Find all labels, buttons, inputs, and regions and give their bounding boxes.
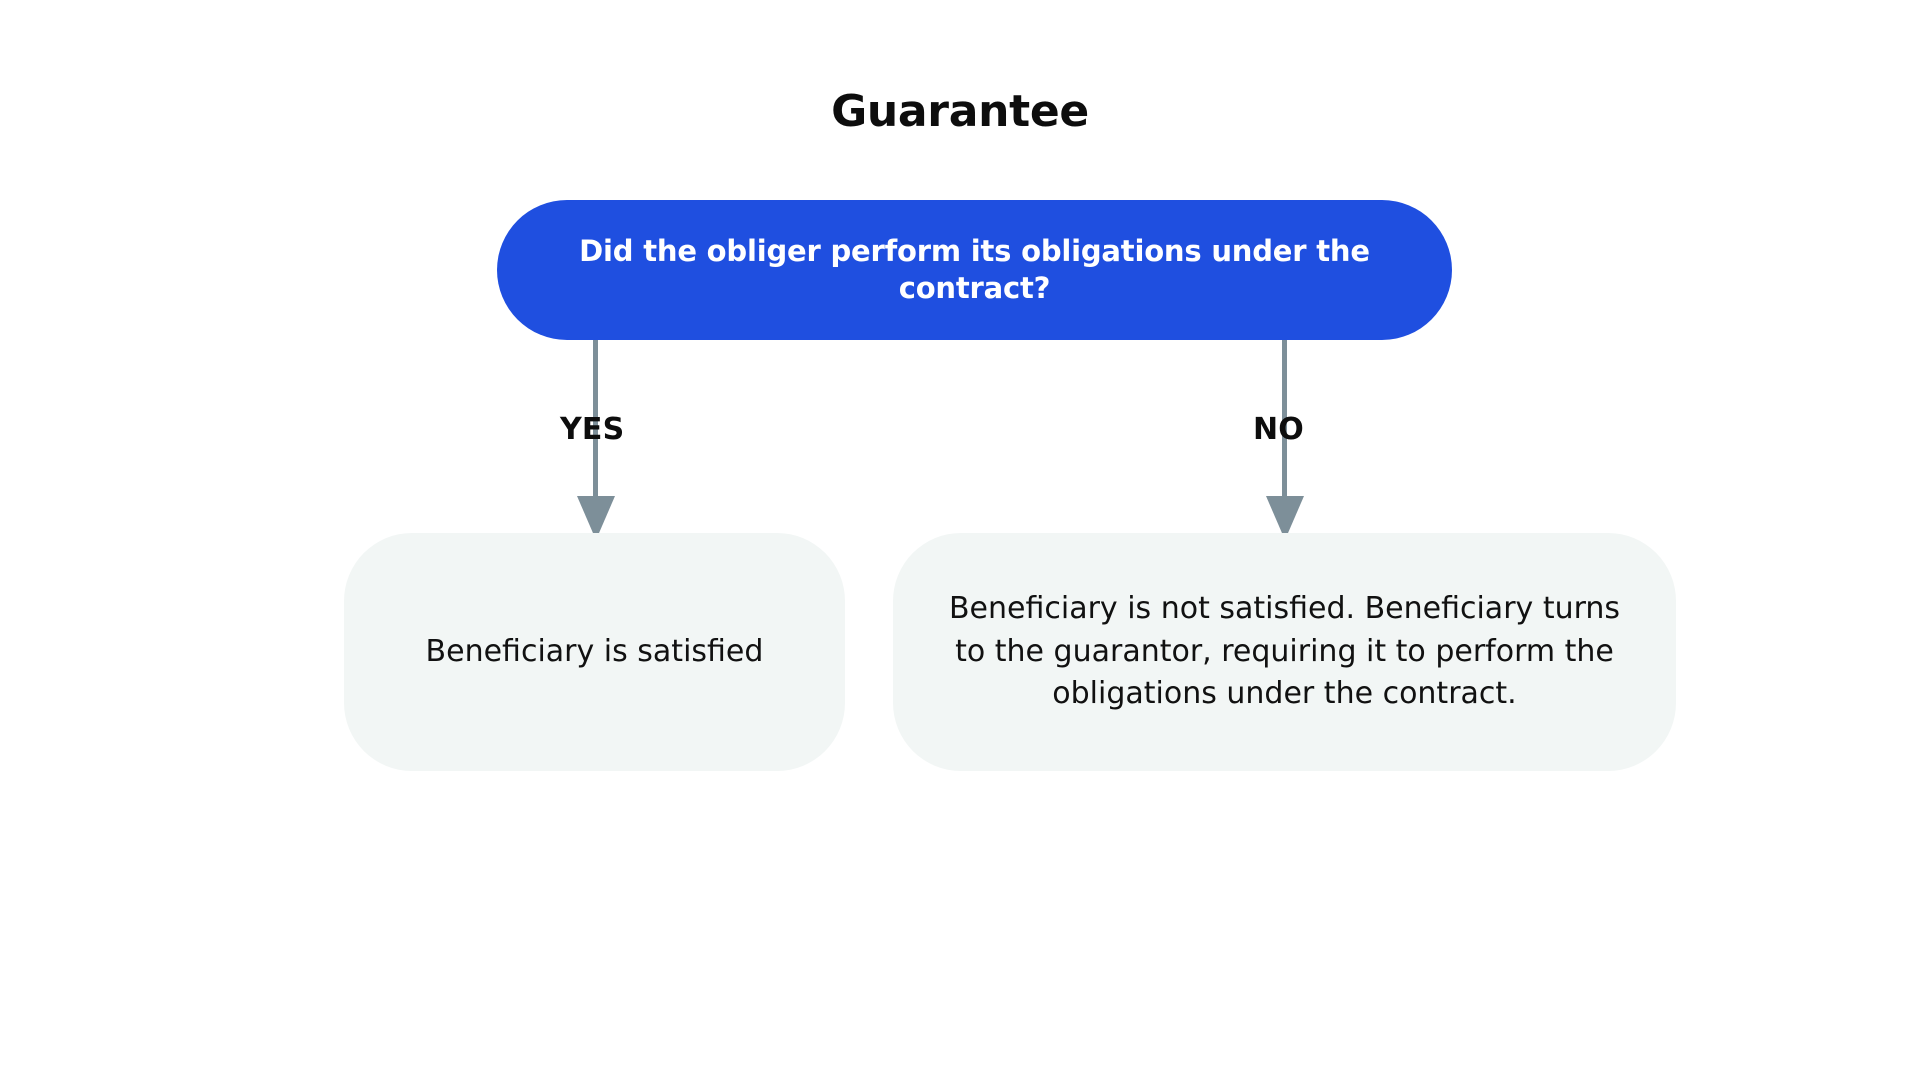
connector-line-yes — [593, 340, 598, 504]
connector-yes — [565, 340, 625, 540]
outcome-node-satisfied[interactable]: Beneficiary is satisfied — [344, 533, 845, 771]
decision-node-label: Did the obliger perform its obligations … — [579, 233, 1370, 305]
outcome-node-label: Beneficiary is not satisfied. Beneficiar… — [948, 590, 1621, 712]
outcome-node-not-satisfied[interactable]: Beneficiary is not satisfied. Beneficiar… — [893, 533, 1676, 771]
connector-line-no — [1282, 340, 1287, 504]
arrowhead-down-icon — [577, 496, 615, 540]
page-title: Guarantee — [831, 86, 1089, 137]
arrowhead-down-icon — [1266, 496, 1304, 540]
branch-label-no: NO — [1253, 412, 1305, 447]
outcome-node-label: Beneficiary is satisfied — [425, 633, 764, 669]
connector-no — [1254, 340, 1314, 540]
branch-label-yes: YES — [560, 412, 625, 447]
decision-node-obligations[interactable]: Did the obliger perform its obligations … — [497, 200, 1452, 340]
